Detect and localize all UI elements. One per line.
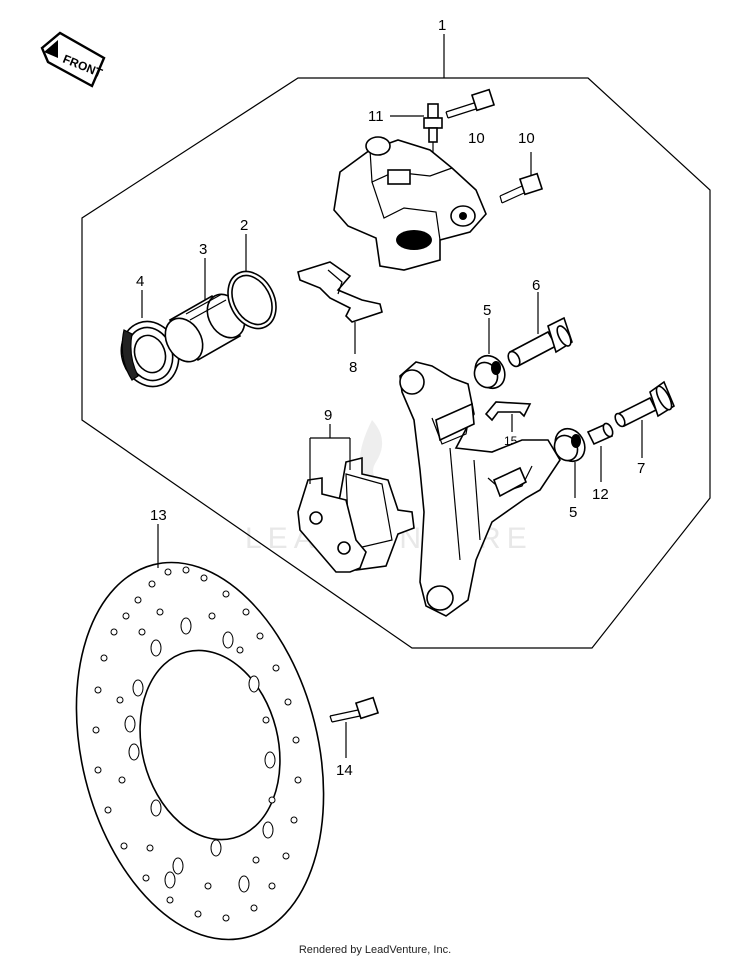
callout-7: 7	[637, 460, 645, 477]
boot-5-lower	[553, 427, 586, 463]
callout-13: 13	[150, 507, 167, 524]
caliper-assembly-boundary	[81, 77, 711, 649]
front-arrow-icon: FRONT	[40, 31, 106, 88]
callout-11: 11	[368, 108, 384, 125]
callout-10-upper: 10	[468, 130, 485, 147]
pad-spring-8	[297, 261, 383, 323]
disc-bolt-14	[329, 696, 380, 723]
pin-7	[614, 380, 675, 428]
callout-5-lower: 5	[569, 504, 577, 521]
callout-1: 1	[438, 17, 446, 34]
bolt-10-right	[499, 172, 544, 204]
bolt-10-upper	[445, 88, 496, 119]
caliper-body	[333, 136, 487, 271]
callout-10-right: 10	[518, 130, 535, 147]
callout-5-upper: 5	[483, 302, 491, 319]
sleeve-12	[586, 422, 614, 446]
brake-disc-13	[75, 561, 325, 941]
caliper-bracket	[399, 361, 561, 617]
pin-6	[507, 316, 573, 368]
callout-3: 3	[199, 241, 207, 258]
clip-15	[484, 401, 532, 422]
footer-credit: Rendered by LeadVenture, Inc.	[298, 944, 452, 956]
bleeder-valve	[423, 103, 443, 152]
callout-8: 8	[349, 359, 357, 376]
watermark-flame-icon	[360, 420, 383, 486]
callout-14: 14	[336, 762, 353, 779]
piston-seal-2	[227, 270, 277, 330]
callout-2: 2	[240, 217, 248, 234]
boot-5-upper	[473, 354, 506, 390]
callout-12: 12	[592, 486, 609, 503]
brake-pads-9	[297, 456, 415, 573]
callout-4: 4	[136, 273, 144, 290]
callout-9: 9	[324, 407, 332, 424]
callout-6: 6	[532, 277, 540, 294]
